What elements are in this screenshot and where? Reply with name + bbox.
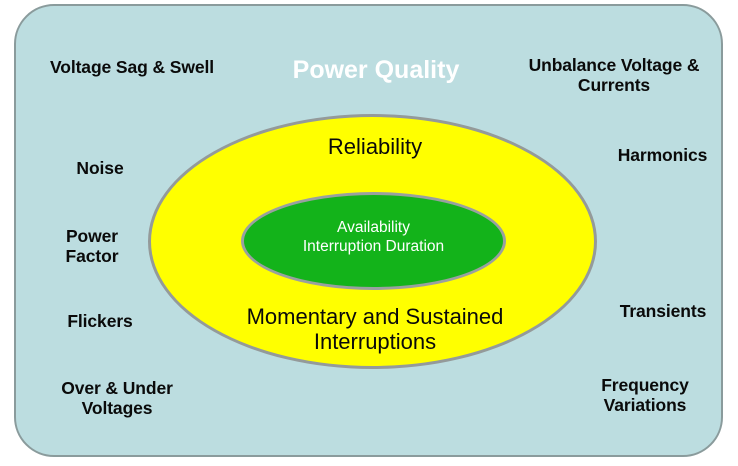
- label-noise: Noise: [76, 158, 124, 178]
- label-availability-interruption-duration: Availability Interruption Duration: [302, 219, 445, 256]
- label-flickers: Flickers: [67, 311, 133, 331]
- label-voltage-sag-and-swell: Voltage Sag & Swell: [49, 57, 215, 77]
- availability-ellipse: [241, 192, 506, 290]
- label-transients: Transients: [619, 301, 707, 321]
- label-over-and-under-voltages: Over & Under Voltages: [61, 378, 173, 418]
- label-frequency-variations: Frequency Variations: [601, 375, 689, 415]
- label-momentary-and-sustained-interruptions: Momentary and Sustained Interruptions: [246, 304, 504, 354]
- label-reliability: Reliability: [327, 134, 423, 159]
- diagram-title: Power Quality: [292, 56, 460, 84]
- label-unbalance-voltage-and-currents: Unbalance Voltage & Currents: [528, 55, 700, 95]
- label-power-factor: Power Factor: [65, 226, 119, 266]
- label-harmonics: Harmonics: [617, 145, 708, 165]
